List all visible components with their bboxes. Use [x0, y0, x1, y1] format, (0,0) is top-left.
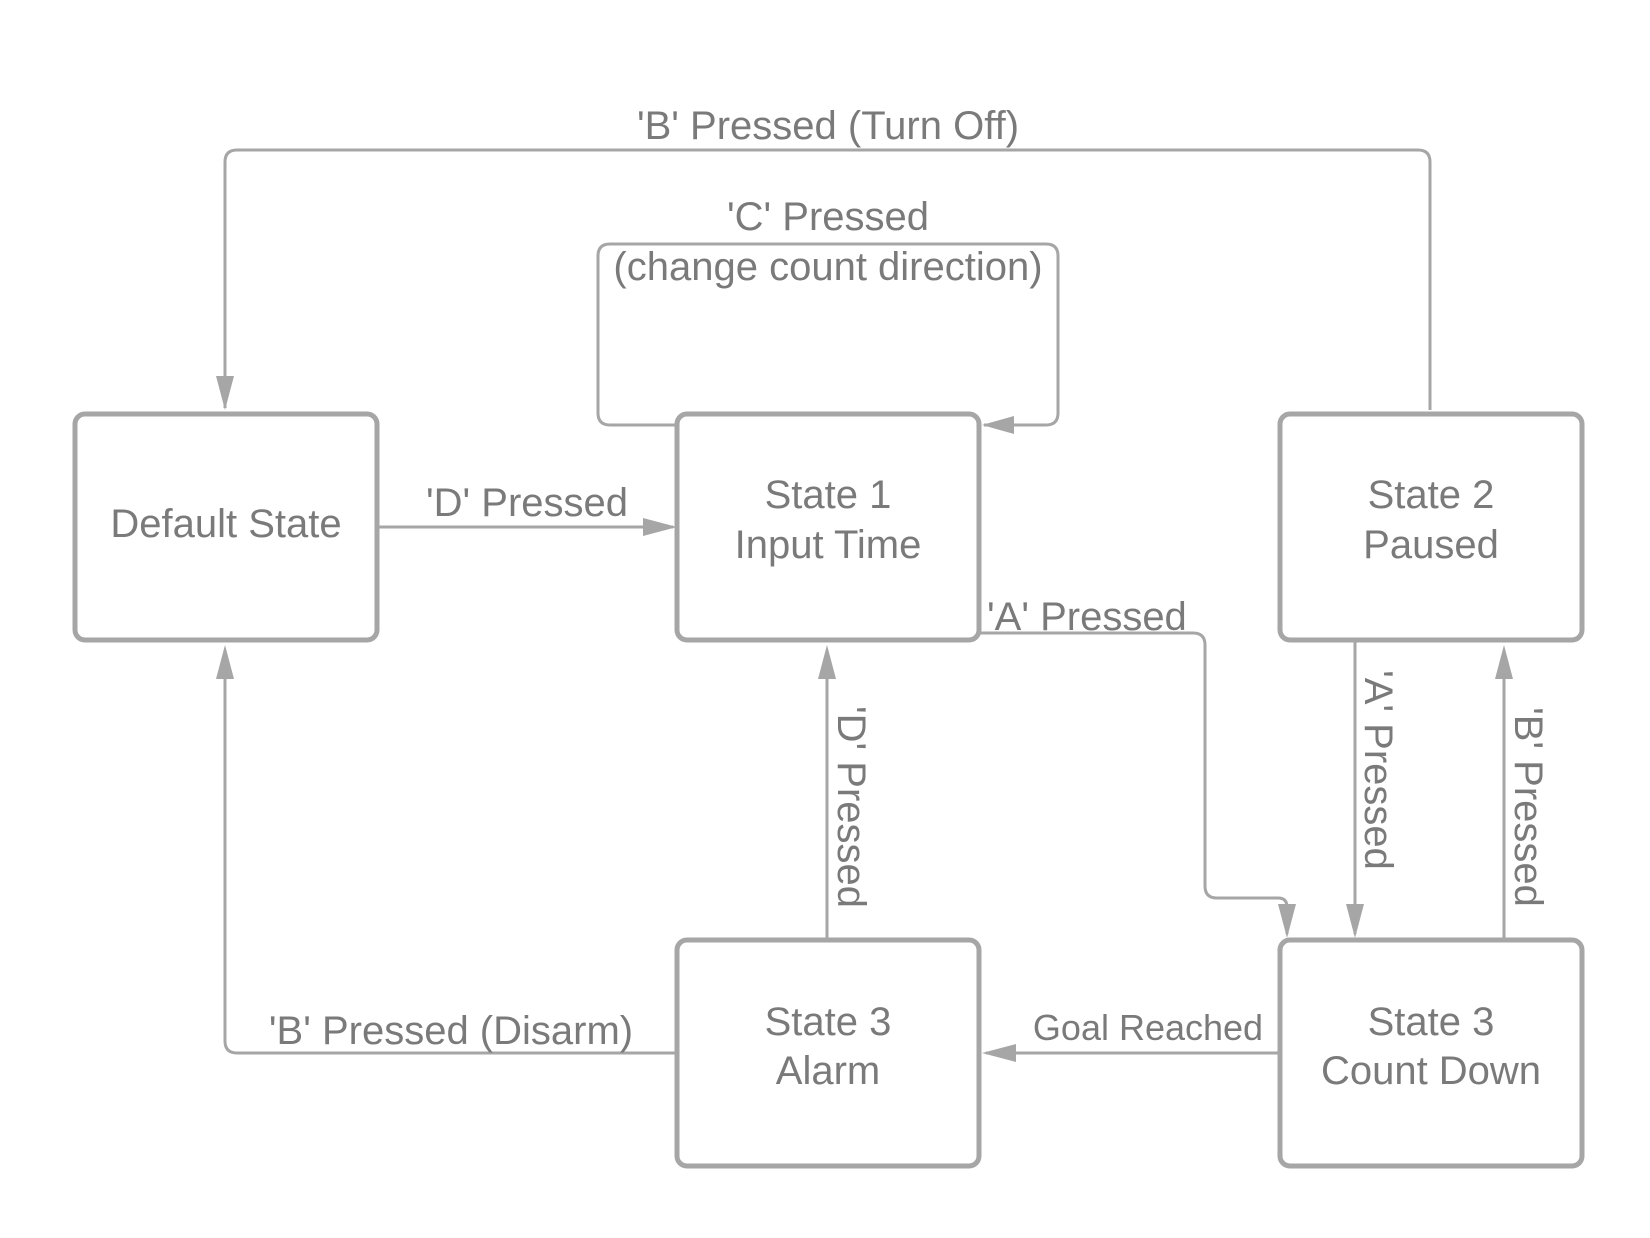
- edge-alarm-to-default: [223, 650, 677, 1055]
- label-b-count-to-paused: 'B' Pressed: [1506, 707, 1550, 907]
- arrowhead-default-to-input: [643, 518, 677, 536]
- state-alarm-title: State 3: [765, 1000, 892, 1044]
- label-d-from-alarm: 'D' Pressed: [829, 706, 873, 908]
- label-c-pressed: 'C' Pressed: [727, 195, 929, 239]
- arrowhead-input-to-count-down: [1278, 904, 1296, 938]
- edge-self-loop-input-time: [596, 242, 1060, 427]
- state-alarm-subtitle: Alarm: [776, 1049, 880, 1093]
- arrowhead-self-loop: [982, 416, 1014, 434]
- state-input-time-title: State 1: [765, 473, 892, 517]
- label-b-turn-off: 'B' Pressed (Turn Off): [637, 104, 1019, 148]
- state-default-label: Default State: [110, 502, 341, 546]
- edge-turn-off: [223, 148, 1432, 410]
- state-default-box[interactable]: [72, 411, 380, 643]
- state-count-down-title: State 3: [1368, 1000, 1495, 1044]
- arrowhead-turn-off: [216, 376, 234, 410]
- edge-input-to-count-down: [978, 631, 1289, 934]
- state-paused-title: State 2: [1368, 473, 1495, 517]
- state-count-down-box[interactable]: [1277, 937, 1585, 1169]
- state-paused-subtitle: Paused: [1363, 523, 1499, 567]
- state-input-time-subtitle: Input Time: [735, 523, 922, 567]
- label-c-pressed-note: (change count direction): [613, 245, 1042, 289]
- state-alarm-box[interactable]: [674, 937, 982, 1169]
- arrowhead-count-down-to-paused: [1495, 645, 1513, 679]
- state-paused-box[interactable]: [1277, 411, 1585, 643]
- arrowhead-count-down-to-alarm: [982, 1044, 1016, 1062]
- label-d-to-input: 'D' Pressed: [426, 481, 628, 525]
- label-b-disarm: 'B' Pressed (Disarm): [269, 1009, 633, 1053]
- state-count-down-subtitle: Count Down: [1321, 1049, 1541, 1093]
- arrowhead-alarm-to-input: [818, 645, 836, 679]
- label-goal-reached: Goal Reached: [1033, 1007, 1263, 1048]
- arrowhead-paused-to-count-down: [1346, 904, 1364, 938]
- label-a-paused-to-count: 'A' Pressed: [1356, 670, 1400, 870]
- state-input-time-box[interactable]: [674, 411, 982, 643]
- label-a-to-count: 'A' Pressed: [987, 595, 1187, 639]
- arrowhead-alarm-to-default: [216, 645, 234, 679]
